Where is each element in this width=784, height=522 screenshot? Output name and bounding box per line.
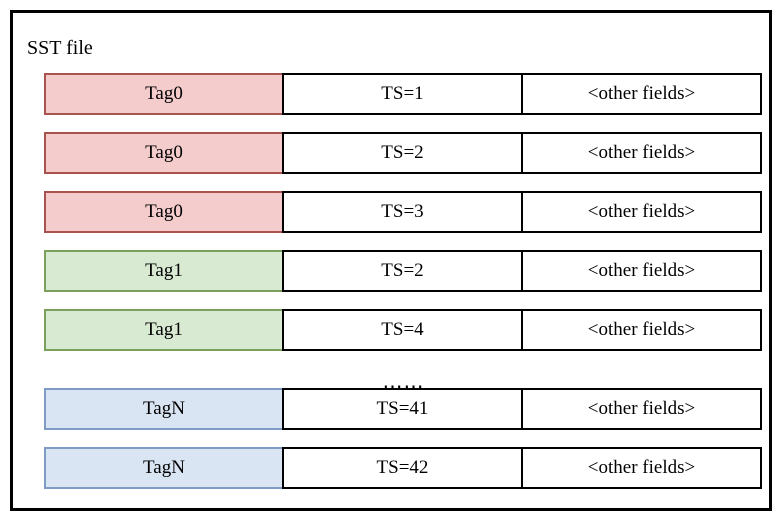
record-timestamp-cell: TS=41 [282,388,523,430]
record-timestamp-cell: TS=2 [282,250,523,292]
record-tag-cell: Tag0 [44,73,284,115]
record-other-fields-cell: <other fields> [521,250,762,292]
record-timestamp-cell: TS=1 [282,73,523,115]
record-tag-cell: Tag0 [44,132,284,174]
record-timestamp-cell: TS=42 [282,447,523,489]
record-timestamp-cell: TS=2 [282,132,523,174]
record-other-fields-cell: <other fields> [521,132,762,174]
record-tag-cell: Tag0 [44,191,284,233]
record-other-fields-cell: <other fields> [521,73,762,115]
sst-file-title: SST file [27,37,93,59]
record-tag-cell: TagN [44,447,284,489]
record-other-fields-cell: <other fields> [521,309,762,351]
record-timestamp-cell: TS=4 [282,309,523,351]
record-tag-cell: TagN [44,388,284,430]
record-timestamp-cell: TS=3 [282,191,523,233]
record-other-fields-cell: <other fields> [521,191,762,233]
ellipsis-separator: …… [382,369,425,393]
record-other-fields-cell: <other fields> [521,388,762,430]
record-tag-cell: Tag1 [44,250,284,292]
record-other-fields-cell: <other fields> [521,447,762,489]
record-tag-cell: Tag1 [44,309,284,351]
